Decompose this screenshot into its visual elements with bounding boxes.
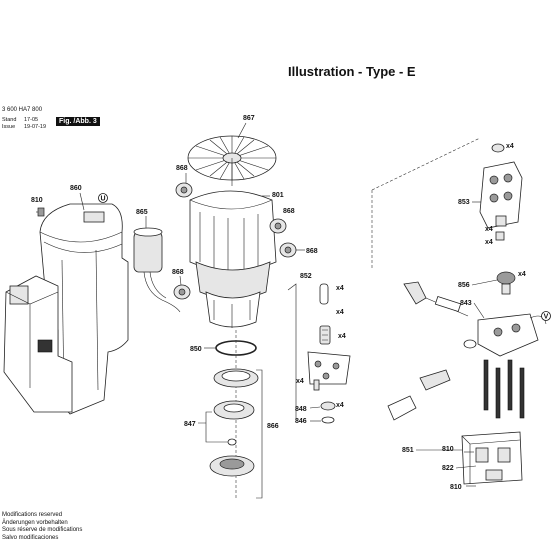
fan-867: [187, 135, 277, 186]
modifications-note: Modifications reserved Änderungen vorbeh…: [2, 512, 82, 542]
piston-stack-866-847: [209, 330, 263, 500]
label-867: 867: [243, 115, 255, 122]
label-810-left: 810: [31, 197, 43, 204]
mod-line-es: Salvo modificaciones: [2, 534, 59, 541]
label-852: 852: [300, 273, 312, 280]
label-856: 856: [458, 282, 470, 289]
qty-spring: x4: [336, 309, 344, 316]
screw-810-left: [36, 207, 45, 217]
quantity-labels: x4 x4 x4 x4 x4 x4 x4 x4 x4: [296, 143, 526, 409]
figure-label: Fig. /Abb. 3: [56, 117, 100, 126]
label-868-c: 868: [306, 248, 318, 255]
issue-block: Stand 17-05 Issue 19-07-19: [2, 117, 46, 131]
issue-label: Issue: [2, 124, 16, 130]
qty-853-bot: x4: [485, 239, 493, 246]
bearing-bushes-868: [173, 182, 297, 300]
label-822: 822: [442, 465, 454, 472]
part-labels: 810 860 865 867 868 801 868 868 868 850 …: [31, 115, 498, 491]
label-848: 848: [295, 406, 307, 413]
label-853: 853: [458, 199, 470, 206]
pressure-valve-856: [496, 271, 516, 295]
issue-date: 19-07-19: [24, 124, 47, 130]
qty-848: x4: [296, 378, 304, 385]
label-850: 850: [190, 346, 202, 353]
separator-line: [371, 137, 481, 270]
housing-860: [3, 203, 129, 415]
qty-848-b: x4: [336, 402, 344, 409]
document-number: 3 600 HA7 800: [2, 107, 43, 113]
capacitor-865: [133, 227, 181, 313]
motor-801: [189, 190, 277, 328]
valve-parts-852: [287, 283, 351, 424]
label-866: 866: [267, 423, 279, 430]
pump-head-843: [387, 281, 547, 421]
stand-label: Stand: [2, 117, 17, 123]
label-810-right-a: 810: [442, 446, 454, 453]
valve-housing-853: [479, 143, 523, 241]
bracket-851: [461, 431, 523, 487]
label-847: 847: [184, 421, 196, 428]
label-843: 843: [460, 300, 472, 307]
marker-v-text: V: [544, 314, 549, 321]
label-810-right-b: 810: [450, 484, 462, 491]
label-851: 851: [402, 447, 414, 454]
qty-853-mid: x4: [485, 226, 493, 233]
diagram-title: Illustration - Type - E: [288, 64, 416, 79]
mod-line-fr: Sous réserve de modifications: [2, 527, 83, 534]
marker-v: V: [541, 311, 551, 321]
label-868-a: 868: [176, 165, 188, 172]
label-801: 801: [272, 192, 284, 199]
qty-valves: x4: [338, 333, 346, 340]
label-846: 846: [295, 418, 307, 425]
mod-line-en: Modifications reserved: [2, 512, 63, 518]
qty-852: x4: [336, 285, 344, 292]
label-860: 860: [70, 185, 82, 192]
mod-line-de: Änderungen vorbehalten: [2, 519, 68, 526]
marker-u: U: [98, 193, 108, 203]
stand-handwritten-date: 17-05: [24, 117, 39, 123]
marker-u-text: U: [101, 196, 106, 203]
label-868-d: 868: [172, 269, 184, 276]
label-868-b: 868: [283, 208, 295, 215]
qty-853-top: x4: [506, 143, 514, 150]
label-865: 865: [136, 209, 148, 216]
qty-856: x4: [518, 271, 526, 278]
